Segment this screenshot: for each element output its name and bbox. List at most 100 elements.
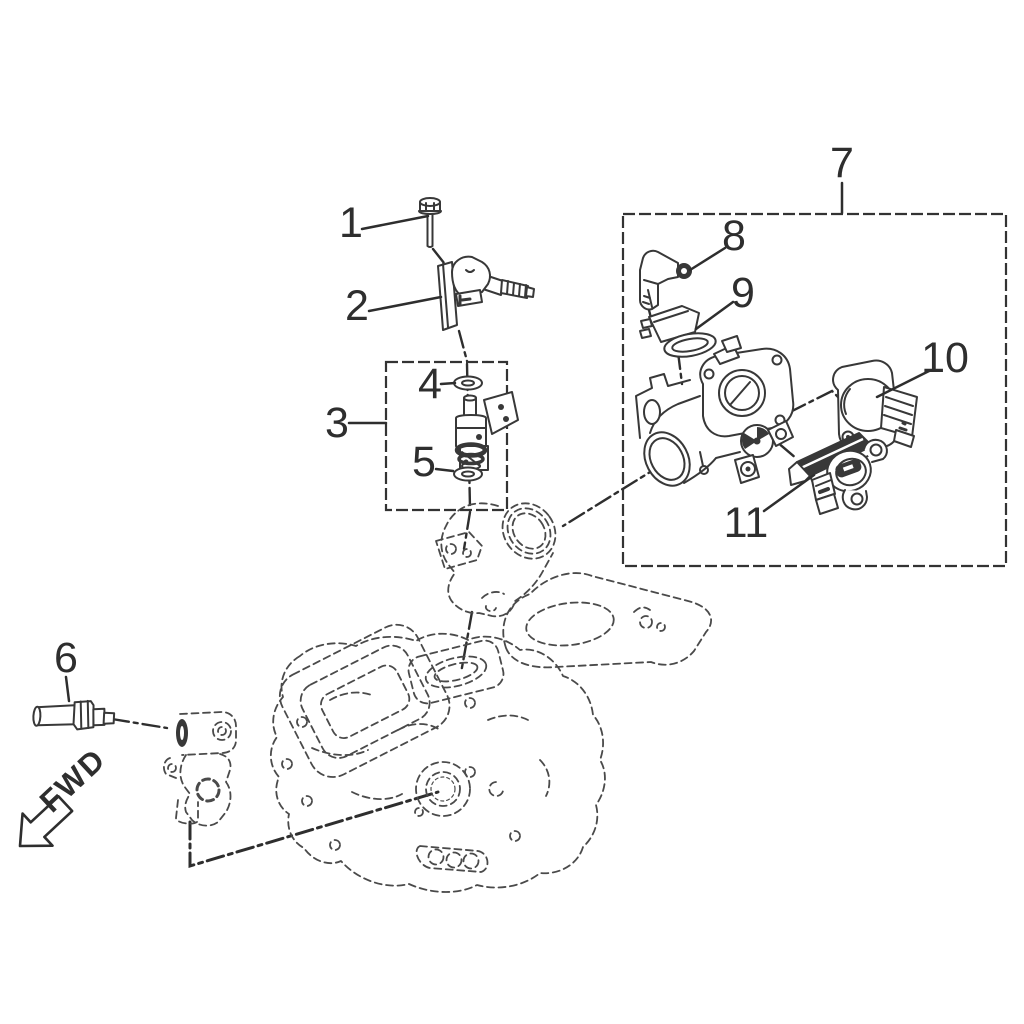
- tps-head-inner: [835, 457, 867, 487]
- bracket-hole: [462, 548, 472, 558]
- manifold-detail: [481, 591, 505, 599]
- leader-line-11: [762, 473, 816, 513]
- tps-slot: [835, 459, 862, 478]
- boot-inner: [671, 337, 709, 353]
- connector-boot: [663, 332, 717, 358]
- bolt-hole: [414, 807, 424, 817]
- alignment-line-box-manifold: [462, 510, 472, 551]
- tps-bar-endcap: [788, 461, 811, 486]
- bolt-hole: [281, 758, 293, 770]
- case-detail: [351, 791, 403, 800]
- bolt-hole: [296, 716, 308, 728]
- housing-ear: [163, 757, 177, 779]
- housing-ear-hole: [167, 763, 177, 773]
- tube-top-edge: [649, 395, 701, 434]
- callout-7: 7: [830, 139, 854, 187]
- mouth-outer: [643, 431, 691, 487]
- tps-slot-mark: [842, 464, 854, 472]
- case-detail: [329, 691, 375, 701]
- flange-bolt-hole: [703, 368, 715, 380]
- callout-4: 4: [418, 360, 442, 408]
- fin-outline: [278, 623, 451, 778]
- leader-line-4: [439, 381, 457, 386]
- tube-bottom-edge: [683, 451, 741, 484]
- alignment-line-bracket-box: [457, 329, 469, 363]
- alignment-line-throttle-manifold: [561, 462, 665, 528]
- fin-hole: [643, 399, 661, 425]
- block-ridges: [883, 396, 914, 425]
- intake-mouth: [643, 431, 691, 487]
- callout-8: 8: [722, 212, 746, 260]
- tps-foot-lower: [815, 493, 839, 515]
- sensor-hex: [72, 700, 95, 731]
- cover-detail: [656, 622, 666, 632]
- callout-10: 10: [921, 334, 969, 382]
- body-detail-hole: [699, 465, 709, 475]
- callout-1: 1: [339, 199, 363, 247]
- sensor-tip: [102, 711, 116, 725]
- flange-bore: [433, 661, 479, 683]
- tps-part: [788, 432, 888, 515]
- housing-tube: [179, 711, 237, 756]
- leader-line-10: [875, 369, 931, 399]
- alignment-line-housing-engine: [188, 790, 440, 869]
- case-detail: [311, 747, 369, 756]
- fuel-joint-bracket-part: [437, 255, 535, 331]
- clamp-detail: [458, 294, 472, 306]
- pad-hole: [445, 851, 463, 869]
- temp-sensor-part: [32, 699, 116, 731]
- leader-lines: [64, 181, 931, 703]
- injector-stem-top: [463, 394, 477, 402]
- bolt-hole: [464, 697, 476, 709]
- clamp-detail: [642, 279, 659, 308]
- intake-manifold-reference: [435, 502, 557, 618]
- housing-body: [179, 753, 232, 827]
- connector-housing: [648, 305, 700, 343]
- fwd-direction-indicator: FWD: [18, 741, 113, 848]
- bolt-head-facets: [425, 202, 435, 212]
- manifold-ring: [511, 512, 547, 550]
- injector-assembly: [453, 375, 519, 482]
- alignment-line-manifold-head: [459, 610, 474, 675]
- connector-pin: [503, 416, 509, 422]
- engine-boss-outer: [415, 761, 471, 817]
- pad-hole: [427, 848, 445, 866]
- crankcase-outline: [269, 632, 606, 893]
- bolt-hole: [509, 830, 521, 842]
- body-detail: [699, 451, 704, 467]
- housing-detail: [217, 726, 227, 736]
- bracket-hole: [445, 543, 457, 555]
- manifold-ring: [501, 502, 557, 560]
- wheel-center: [753, 437, 761, 445]
- sensor-body-edge: [843, 388, 851, 415]
- case-detail: [488, 781, 504, 797]
- fuel-injector-part: [454, 391, 519, 471]
- bolt-hole: [464, 766, 476, 778]
- sensor-end: [32, 705, 42, 727]
- housing-mount: [195, 777, 221, 803]
- cooling-fins: [278, 623, 451, 778]
- leader-line-5: [434, 467, 455, 473]
- joint-notch: [465, 269, 475, 273]
- oring-lower-bore: [461, 470, 475, 478]
- tps-foot-line: [815, 479, 832, 487]
- sensor-thread: [92, 707, 106, 727]
- callout-6: 6: [54, 634, 78, 682]
- sensor-connector-block: [880, 386, 918, 438]
- sensor-body: [35, 704, 77, 727]
- water-outlet-housing-reference: [163, 711, 237, 827]
- case-detail: [397, 723, 441, 731]
- oring-lower-part: [453, 466, 483, 482]
- callout-labels: 1 2 3 4 5 6 7 8 9 10 11: [54, 139, 969, 682]
- manifold-ring: [506, 507, 552, 555]
- pad-hole: [462, 852, 480, 870]
- connector-part: [639, 305, 717, 358]
- alignment-line-bolt-bracket: [431, 247, 450, 270]
- leader-line-2: [367, 295, 443, 313]
- fwd-label: FWD: [33, 741, 113, 819]
- map-sensor-part: [832, 359, 918, 451]
- tps-ear-hole: [869, 443, 883, 457]
- cylinder-head-reference: [269, 572, 712, 893]
